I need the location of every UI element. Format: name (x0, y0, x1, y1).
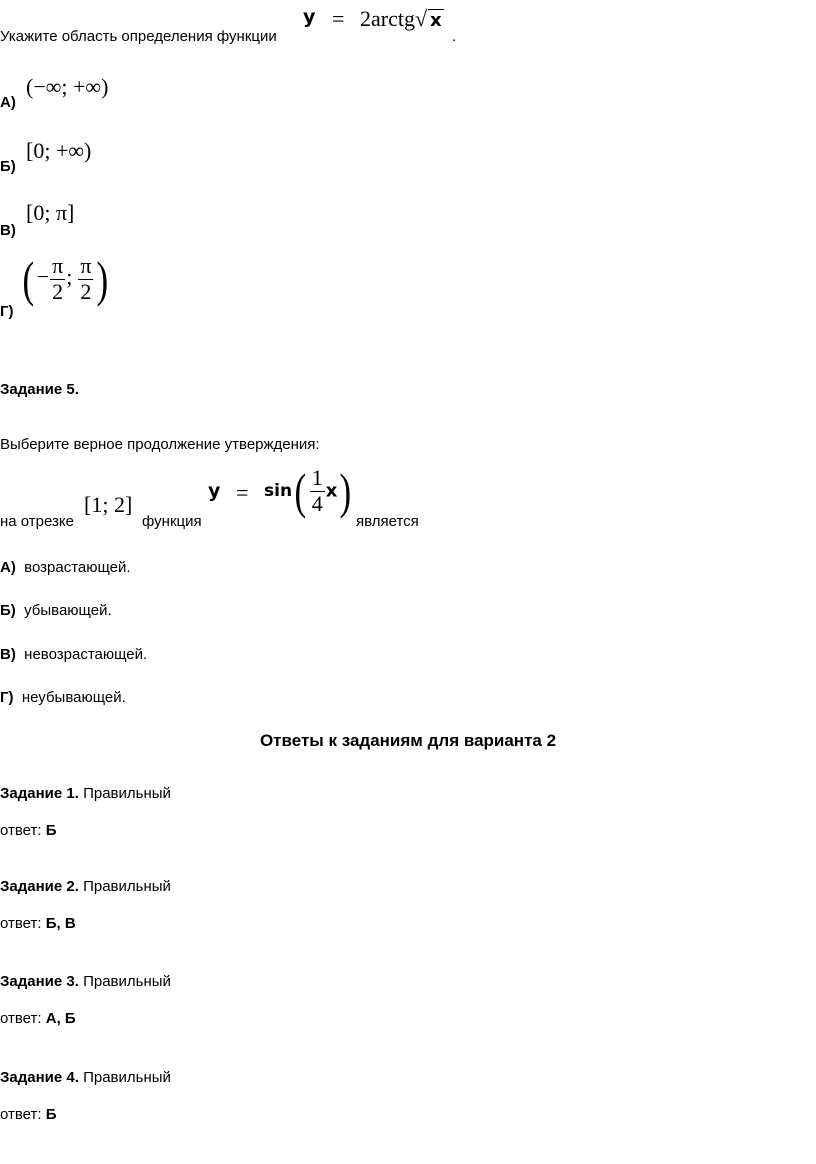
frac-denominator: 4 (309, 490, 325, 516)
q5-option-a: А) возрастающей. (0, 559, 131, 576)
answer-correct-word: Правильный (83, 878, 171, 895)
option-text: убывающей. (24, 602, 112, 619)
left-paren: ( (22, 251, 35, 307)
minus-sign: − (36, 264, 50, 290)
answer-1-line-2: ответ: Б (0, 822, 57, 839)
answer-value: Б (45, 1106, 57, 1123)
answer-value: А, Б (45, 1010, 76, 1027)
option-a-value: (−∞; +∞) (26, 74, 109, 99)
frac-denominator: 2 (78, 278, 94, 304)
option-b-value: [0; +∞) (26, 138, 92, 163)
formula-y: y (208, 480, 221, 502)
answer-task: Задание 1. (0, 785, 79, 802)
frac-denominator: 2 (50, 278, 66, 304)
answer-4-line-1: Задание 4. Правильный (0, 1069, 171, 1086)
q5-option-g: Г) неубывающей. (0, 689, 126, 706)
answer-3-line-1: Задание 3. Правильный (0, 973, 171, 990)
formula-y: y (303, 6, 316, 28)
sqrt-symbol: √ (414, 6, 428, 31)
answer-4-line-2: ответ: Б (0, 1106, 57, 1123)
answer-correct-word: Правильный (83, 973, 171, 990)
formula-radicand: x (428, 9, 444, 31)
option-text: невозрастающей. (24, 646, 148, 663)
answer-3-line-2: ответ: А, Б (0, 1010, 76, 1027)
frac-numerator: 1 (311, 465, 323, 491)
answer-value: Б, В (45, 915, 76, 932)
answers-heading: Ответы к заданиям для варианта 2 (259, 731, 557, 750)
option-text: возрастающей. (24, 559, 131, 576)
formula-equals: = (236, 480, 249, 505)
frac-numerator: π (52, 253, 64, 279)
formula-rhs: 2arctg√x (360, 6, 444, 32)
answer-value: Б (45, 822, 57, 839)
option-label: А) (0, 559, 16, 576)
q5-option-b: Б) убывающей. (0, 602, 112, 619)
option-a-label: А) (0, 94, 16, 111)
answer-task: Задание 3. (0, 973, 79, 990)
q5-option-v: В) невозрастающей. (0, 646, 147, 663)
option-b-label: Б) (0, 158, 16, 175)
option-label: В) (0, 646, 16, 663)
answer-label: ответ: (0, 822, 42, 839)
answer-2-line-1: Задание 2. Правильный (0, 878, 171, 895)
question-4-prompt: Укажите область определения функции (0, 28, 277, 45)
question-5-prompt: Выберите верное продолжение утверждения: (0, 436, 320, 453)
separator: ; (66, 264, 73, 290)
formula-period: . (452, 28, 457, 45)
formula-x: x (325, 480, 338, 502)
answer-task: Задание 2. (0, 878, 79, 895)
option-v-value: [0; π] (26, 200, 75, 225)
option-v-label: В) (0, 222, 16, 239)
function-word: функция (142, 513, 202, 530)
answer-correct-word: Правильный (83, 785, 171, 802)
sin-function: sin (264, 481, 293, 501)
answer-2-line-2: ответ: Б, В (0, 915, 76, 932)
left-paren: ( (294, 463, 307, 519)
option-g-label: Г) (0, 303, 14, 320)
segment-value: [1; 2] (84, 492, 133, 517)
on-segment-text: на отрезке (0, 513, 74, 530)
frac-numerator: π (80, 253, 92, 279)
answer-1-line-1: Задание 1. Правильный (0, 785, 171, 802)
formula-equals: = (332, 6, 345, 31)
option-label: Б) (0, 602, 16, 619)
answer-correct-word: Правильный (83, 1069, 171, 1086)
option-label: Г) (0, 689, 14, 706)
is-word: является (356, 513, 419, 530)
answer-label: ответ: (0, 1106, 42, 1123)
right-paren: ) (339, 463, 352, 519)
option-text: неубывающей. (21, 689, 126, 706)
right-paren: ) (96, 251, 109, 307)
question-5-title: Задание 5. (0, 381, 79, 398)
answer-task: Задание 4. (0, 1069, 79, 1086)
answer-label: ответ: (0, 915, 42, 932)
answer-label: ответ: (0, 1010, 42, 1027)
formula-arctg: 2arctg (360, 6, 415, 31)
